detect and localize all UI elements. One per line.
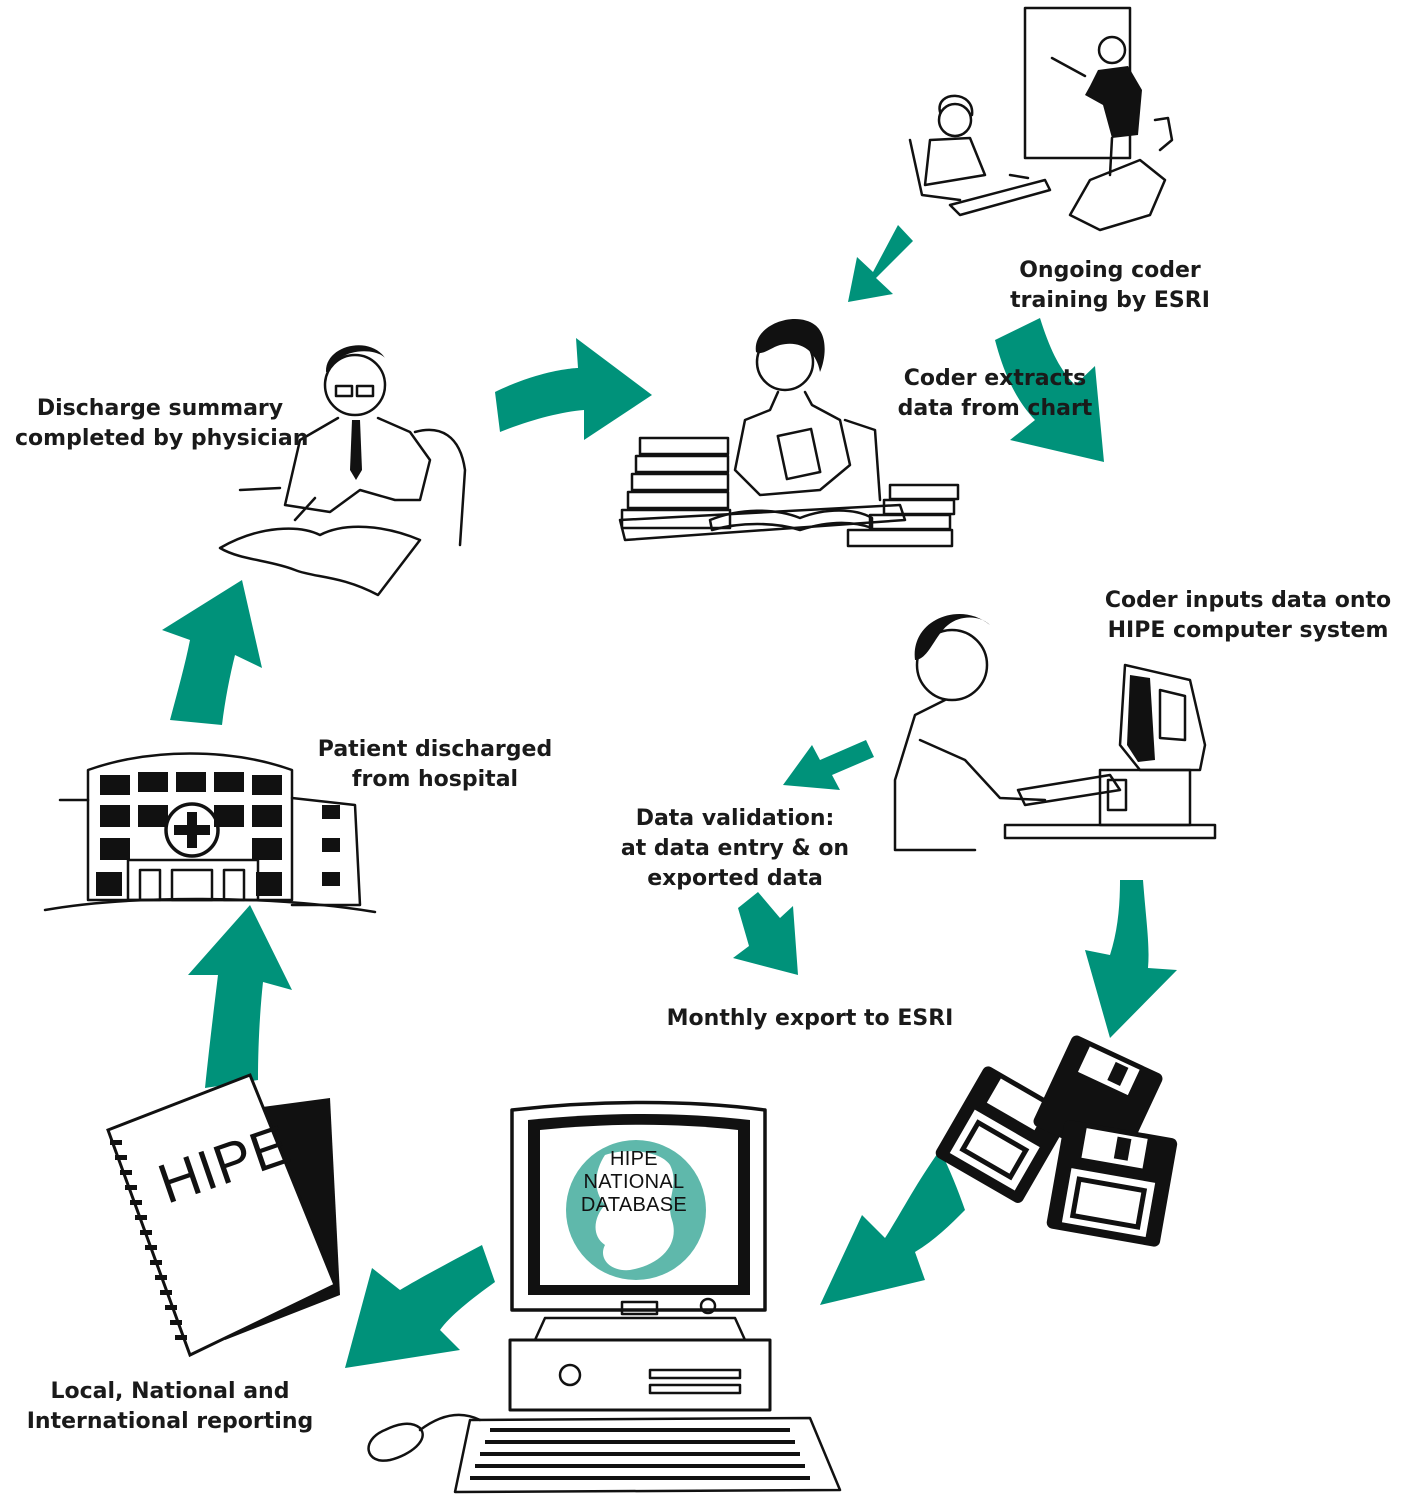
screen-line-2: NATIONAL: [583, 1171, 685, 1193]
arrow-computer-to-disks: [1085, 880, 1177, 1038]
hipe-report-book-icon: [106, 1073, 340, 1358]
arrow-coder-to-computer: [995, 318, 1104, 462]
coder-desk-icon: [618, 319, 960, 548]
book-stack-left: [620, 436, 732, 530]
mouse-icon: [367, 1422, 424, 1462]
book-stack-right: [846, 483, 960, 548]
arrow-computer-to-validation: [783, 740, 874, 790]
arrow-physician-to-coder: [495, 338, 652, 440]
computer-coder-icon: [893, 613, 1217, 852]
screen-line-3: DATABASE: [580, 1194, 688, 1216]
arrow-disks-to-database: [820, 1150, 965, 1305]
keyboard-keys: [470, 1428, 810, 1480]
hospital-icon: [43, 752, 377, 914]
crt-monitor-icon: [1098, 663, 1207, 827]
national-database-computer-icon: [367, 1100, 842, 1494]
spiral-binding: [110, 1140, 187, 1340]
arrow-hospital-to-physician: [162, 580, 262, 725]
keyboard-icon: [453, 1416, 842, 1494]
arrow-training-to-coder: [848, 225, 913, 302]
arrow-database-to-report: [345, 1245, 495, 1368]
arrow-report-to-hospital: [188, 905, 292, 1088]
arrow-validation-to-monthly: [733, 892, 798, 975]
label-monthly-export: Monthly export to ESRI: [666, 1006, 954, 1031]
database-screen-text: HIPE NATIONAL DATABASE: [560, 1148, 708, 1217]
screen-line-1: HIPE: [610, 1148, 658, 1170]
ireland-map-icon: [595, 1151, 674, 1271]
training-scene-icon: [908, 6, 1174, 232]
floppy-disks-icon: [935, 1035, 1178, 1247]
physician-icon: [218, 345, 467, 597]
